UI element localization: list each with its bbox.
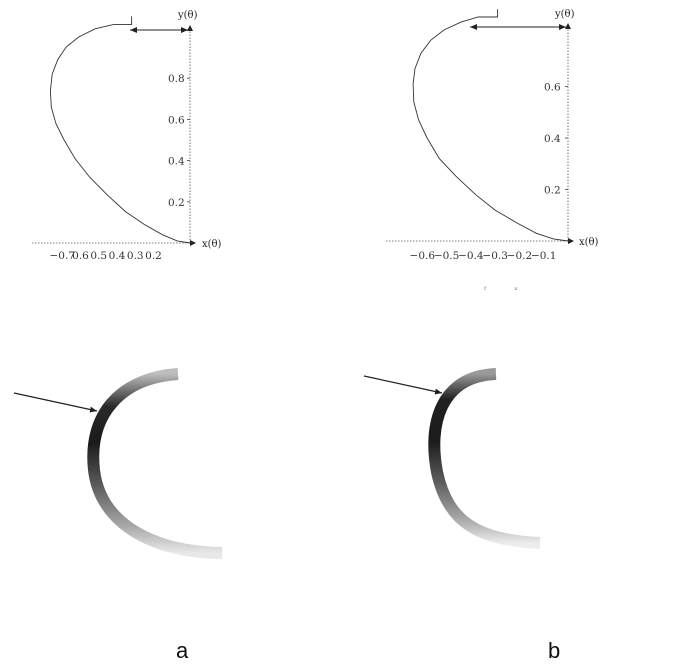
y-tick-label: 0.8	[168, 73, 185, 85]
y-tick-label: 0.6	[168, 114, 185, 126]
y-axis-label: y(θ)	[554, 9, 575, 20]
x-tick-label: 0.4	[109, 250, 126, 262]
x-axis-arrow-icon	[190, 240, 196, 246]
x-tick-label: −0.6	[410, 250, 436, 262]
y-tick-label: 0.2	[544, 185, 561, 197]
x-axis-arrow-icon	[568, 238, 574, 244]
width-arrow-right-icon	[181, 27, 188, 33]
x-tick-label: −0.4	[458, 250, 484, 262]
x-tick-label: −0.1	[531, 250, 557, 262]
svg-text:ᶠ: ᶠ	[484, 286, 487, 296]
panel-label-a: a	[176, 638, 189, 663]
x-tick-label: −0.5	[434, 250, 460, 262]
x-tick-label: 0.3	[127, 250, 144, 262]
x-tick-label: −0.2	[507, 250, 533, 262]
y-axis-label: y(θ)	[177, 10, 198, 21]
ring-shape-a	[87, 368, 223, 559]
width-arrow-left-icon	[130, 27, 137, 33]
series-line	[49, 16, 191, 244]
x-axis-label: x(θ)	[202, 239, 222, 250]
y-axis-arrow-icon	[187, 25, 193, 31]
x-tick-label: 0.6	[72, 250, 89, 262]
width-arrow-left-icon	[470, 24, 477, 30]
ring-a	[87, 368, 223, 559]
stray-marks: ᶠ ˣ	[484, 286, 518, 296]
svg-text:ˣ: ˣ	[514, 286, 518, 296]
x-axis-label: x(θ)	[579, 237, 599, 248]
y-tick-label: 0.2	[168, 197, 185, 209]
x-tick-label: −0.3	[482, 250, 508, 262]
series-line	[412, 9, 569, 242]
panel-label-b: b	[548, 638, 560, 663]
x-tick-label: 0.5	[90, 250, 107, 262]
ring-b	[428, 368, 541, 549]
chart-panel-b: x(θ) y(θ) −0.6−0.5−0.4−0.3−0.2−0.1 0.2 0.4 0.…	[386, 9, 599, 262]
x-tick-label: 0.2	[145, 250, 162, 262]
x-tick-label: −0.7	[50, 250, 76, 262]
y-tick-label: 0.4	[544, 133, 561, 145]
ring-shape-b	[428, 368, 541, 549]
pointer-arrow-b	[363, 375, 443, 395]
pointer-arrow-a	[13, 392, 98, 413]
y-tick-label: 0.6	[544, 82, 561, 94]
y-tick-label: 0.4	[168, 156, 185, 168]
width-arrow-right-icon	[559, 24, 566, 30]
y-axis-arrow-icon	[565, 23, 571, 29]
